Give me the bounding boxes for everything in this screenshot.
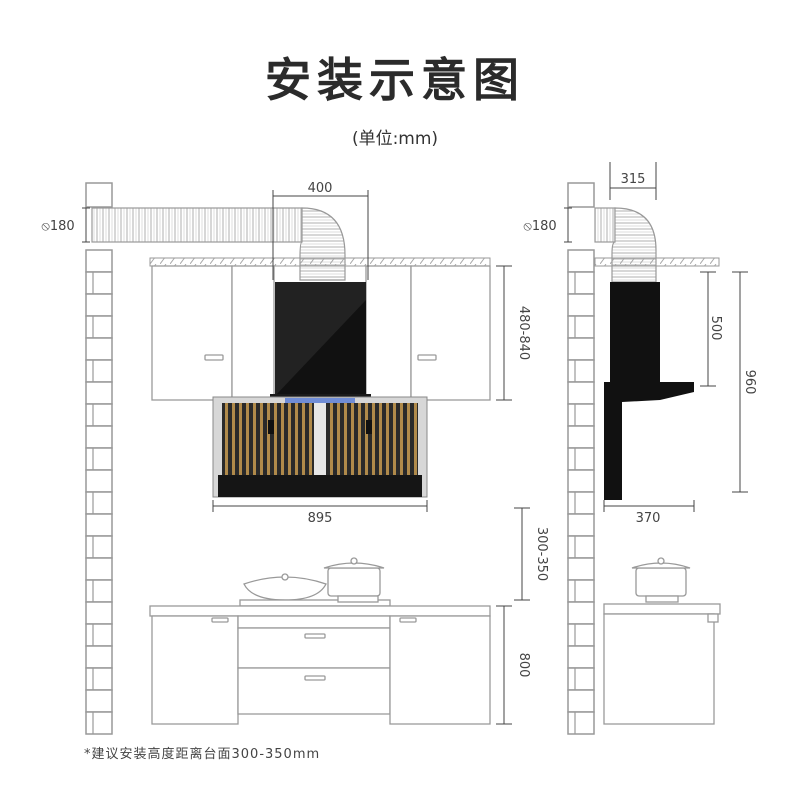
brick	[567, 513, 595, 537]
dim-370-label: 370	[636, 511, 661, 526]
brick	[567, 293, 595, 317]
brick	[567, 623, 595, 647]
dim-800	[496, 605, 512, 725]
front-duct-diameter-label: ⦸180	[41, 219, 74, 234]
brick	[567, 315, 595, 339]
front-hood-chimney	[270, 282, 371, 402]
dim-370	[603, 500, 695, 512]
dim-895-label: 895	[308, 511, 333, 526]
brick	[85, 403, 113, 427]
brick	[567, 711, 595, 735]
dim-400-label: 400	[308, 181, 333, 196]
brick	[85, 337, 113, 361]
installation-note: *建议安装高度距离台面300-350mm	[84, 747, 321, 762]
brick	[85, 645, 113, 669]
dim-480-840	[496, 265, 512, 401]
brick	[567, 337, 595, 361]
brick	[567, 249, 595, 273]
side-duct	[594, 207, 657, 283]
front-wok	[239, 573, 391, 607]
brick	[567, 535, 595, 559]
dim-180-front	[82, 207, 90, 243]
brick	[85, 557, 113, 581]
side-hood	[604, 282, 694, 500]
brick	[567, 667, 595, 691]
brick	[85, 535, 113, 559]
brick	[567, 271, 595, 295]
brick	[567, 403, 595, 427]
brick	[567, 469, 595, 493]
brick	[567, 359, 595, 383]
side-pot	[631, 557, 691, 603]
dim-480-840-label: 480-840	[516, 306, 531, 360]
side-ceiling	[594, 257, 720, 267]
brick	[85, 579, 113, 603]
unit-label: (单位:mm)	[351, 129, 439, 149]
dim-315	[609, 162, 657, 200]
dim-800-label: 800	[516, 653, 531, 678]
front-base-cabinet	[149, 605, 491, 725]
dim-500	[700, 271, 716, 387]
brick	[85, 623, 113, 647]
brick	[85, 667, 113, 691]
brick	[567, 491, 595, 515]
front-brick-cap	[85, 182, 113, 208]
brick	[85, 271, 113, 295]
brick	[85, 711, 113, 735]
front-pot	[323, 557, 385, 603]
dim-500-label: 500	[708, 316, 723, 341]
brick	[85, 491, 113, 515]
dim-400	[272, 190, 369, 280]
dim-300-350	[514, 507, 530, 601]
brick	[567, 689, 595, 713]
brick	[85, 513, 113, 537]
brick	[85, 381, 113, 405]
brick	[85, 425, 113, 449]
dim-300-350-label: 300-350	[534, 527, 549, 581]
brick	[85, 315, 113, 339]
side-duct-diameter-label: ⦸180	[523, 219, 556, 234]
dim-960	[732, 271, 748, 493]
brick	[85, 359, 113, 383]
dim-895	[212, 500, 428, 512]
brick	[567, 557, 595, 581]
brick	[85, 469, 113, 493]
side-base-cabinet	[603, 603, 721, 725]
brick	[85, 293, 113, 317]
brick	[85, 249, 113, 273]
dim-180-side	[564, 207, 572, 243]
side-brick-cap	[567, 182, 595, 208]
brick	[567, 447, 595, 471]
brick	[567, 425, 595, 449]
front-hood-body	[212, 396, 428, 498]
brick	[567, 381, 595, 405]
brick	[567, 645, 595, 669]
brick	[85, 447, 113, 471]
brick	[85, 689, 113, 713]
side-brick-wall	[567, 249, 595, 735]
brick	[85, 601, 113, 625]
front-upper-cabinets	[151, 265, 491, 401]
dim-315-label: 315	[621, 172, 646, 187]
dim-960-label: 960	[742, 370, 757, 395]
front-brick-wall	[85, 249, 113, 735]
brick	[567, 601, 595, 625]
page-title: 安装示意图	[265, 53, 525, 107]
front-ceiling	[149, 257, 491, 267]
brick	[567, 579, 595, 603]
